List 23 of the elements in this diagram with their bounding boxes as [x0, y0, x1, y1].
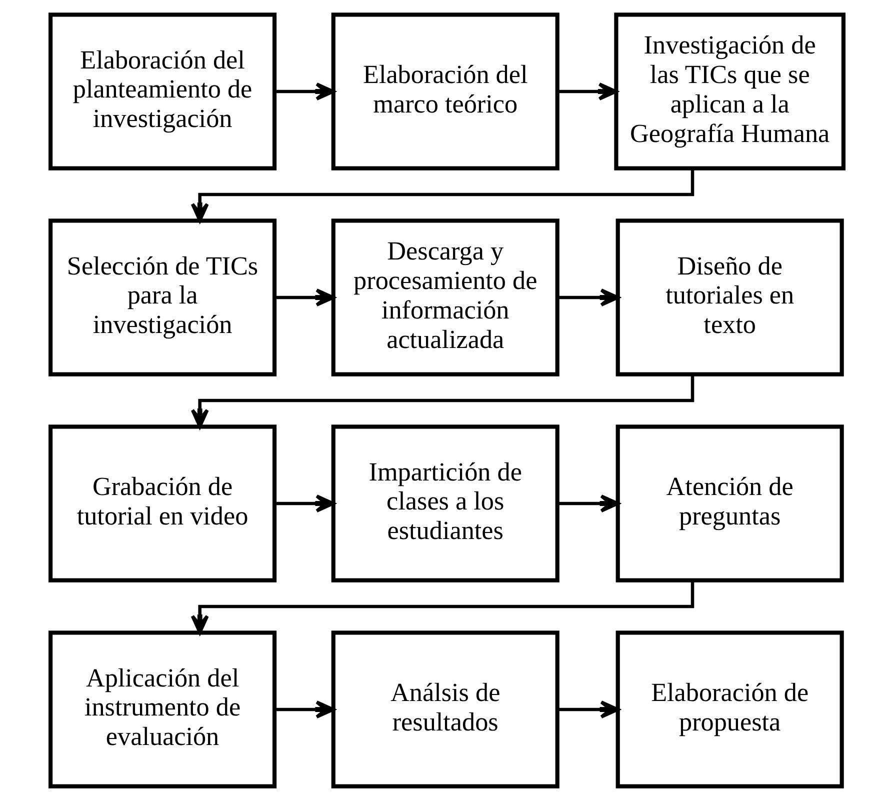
arrow [275, 700, 335, 718]
arrow [190, 374, 694, 428]
node-box: Aplicación del instrumento de evaluación [48, 630, 277, 788]
arrow [275, 82, 335, 100]
arrow [558, 288, 620, 306]
node-box: Impartición de clases a los estudiantes [331, 424, 560, 582]
node-box: Investigación de las TICs que se aplican a la Geografía Humana [614, 12, 846, 170]
node-box: Selección de TICs para la investigación [48, 218, 277, 376]
node-box: Diseño de tutoriales en texto [616, 218, 844, 376]
node-box: Elaboración de propuesta [616, 630, 844, 788]
arrow [558, 494, 620, 512]
node-box: Descarga y procesamiento de información actualizada [331, 218, 560, 376]
arrow [190, 168, 694, 222]
arrow [275, 494, 335, 512]
node-box: Elaboración del marco teórico [331, 12, 560, 170]
node-box: Análsis de resultados [331, 630, 560, 788]
node-box: Atención de preguntas [616, 424, 844, 582]
arrow [275, 288, 335, 306]
node-box: Elaboración del planteamiento de investigación [48, 12, 277, 170]
node-box: Grabación de tutorial en video [48, 424, 277, 582]
arrow [558, 700, 620, 718]
arrow [558, 82, 618, 100]
arrow [190, 580, 694, 634]
